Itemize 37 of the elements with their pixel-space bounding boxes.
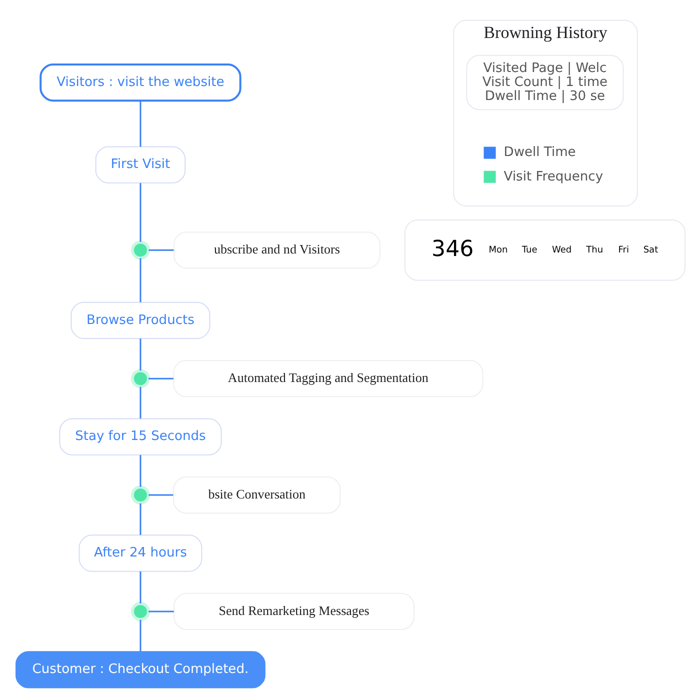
connector — [139, 338, 141, 370]
connector — [148, 249, 174, 251]
connector — [139, 503, 141, 535]
node-circle — [130, 369, 150, 388]
label: Tue — [521, 245, 537, 256]
connector — [139, 571, 141, 604]
label: Sat — [642, 245, 658, 256]
node-box: ubscribe and nd Visitors — [173, 232, 380, 269]
node-box: Visitors : visit the website — [39, 63, 241, 102]
connector — [148, 494, 173, 496]
legend-label: Visit Frequency — [503, 169, 603, 184]
node-box: Browse Products — [70, 302, 210, 339]
connector — [139, 258, 141, 302]
node-circle — [130, 602, 150, 621]
node-box: Visited Page | Welc Visit Count | 1 time Dwell Time | 30 se — [466, 54, 624, 110]
connector — [139, 455, 141, 487]
node-circle — [130, 240, 150, 260]
label: 346 — [431, 236, 474, 262]
node-box: bsite Conversation — [172, 476, 340, 514]
connector — [139, 620, 141, 652]
connector — [148, 610, 174, 612]
node-box: First Visit — [94, 146, 186, 184]
connector — [139, 386, 141, 419]
node-box: Automated Tagging and Segmentation — [172, 360, 483, 398]
connector — [148, 378, 173, 380]
node-circle — [130, 486, 150, 505]
label: Mon — [488, 245, 508, 256]
connector — [139, 183, 141, 242]
node-box: After 24 hours — [78, 534, 202, 572]
label: Fri — [618, 245, 628, 256]
connector — [139, 100, 141, 147]
node-box: Send Remarketing Messages — [173, 592, 414, 630]
node-box: Customer : Checkout Completed. — [15, 651, 265, 688]
node-box: Stay for 15 Seconds — [58, 418, 222, 456]
label: Wed — [551, 245, 572, 256]
legend-label: Dwell Time — [503, 145, 576, 160]
label: Thu — [586, 245, 603, 256]
